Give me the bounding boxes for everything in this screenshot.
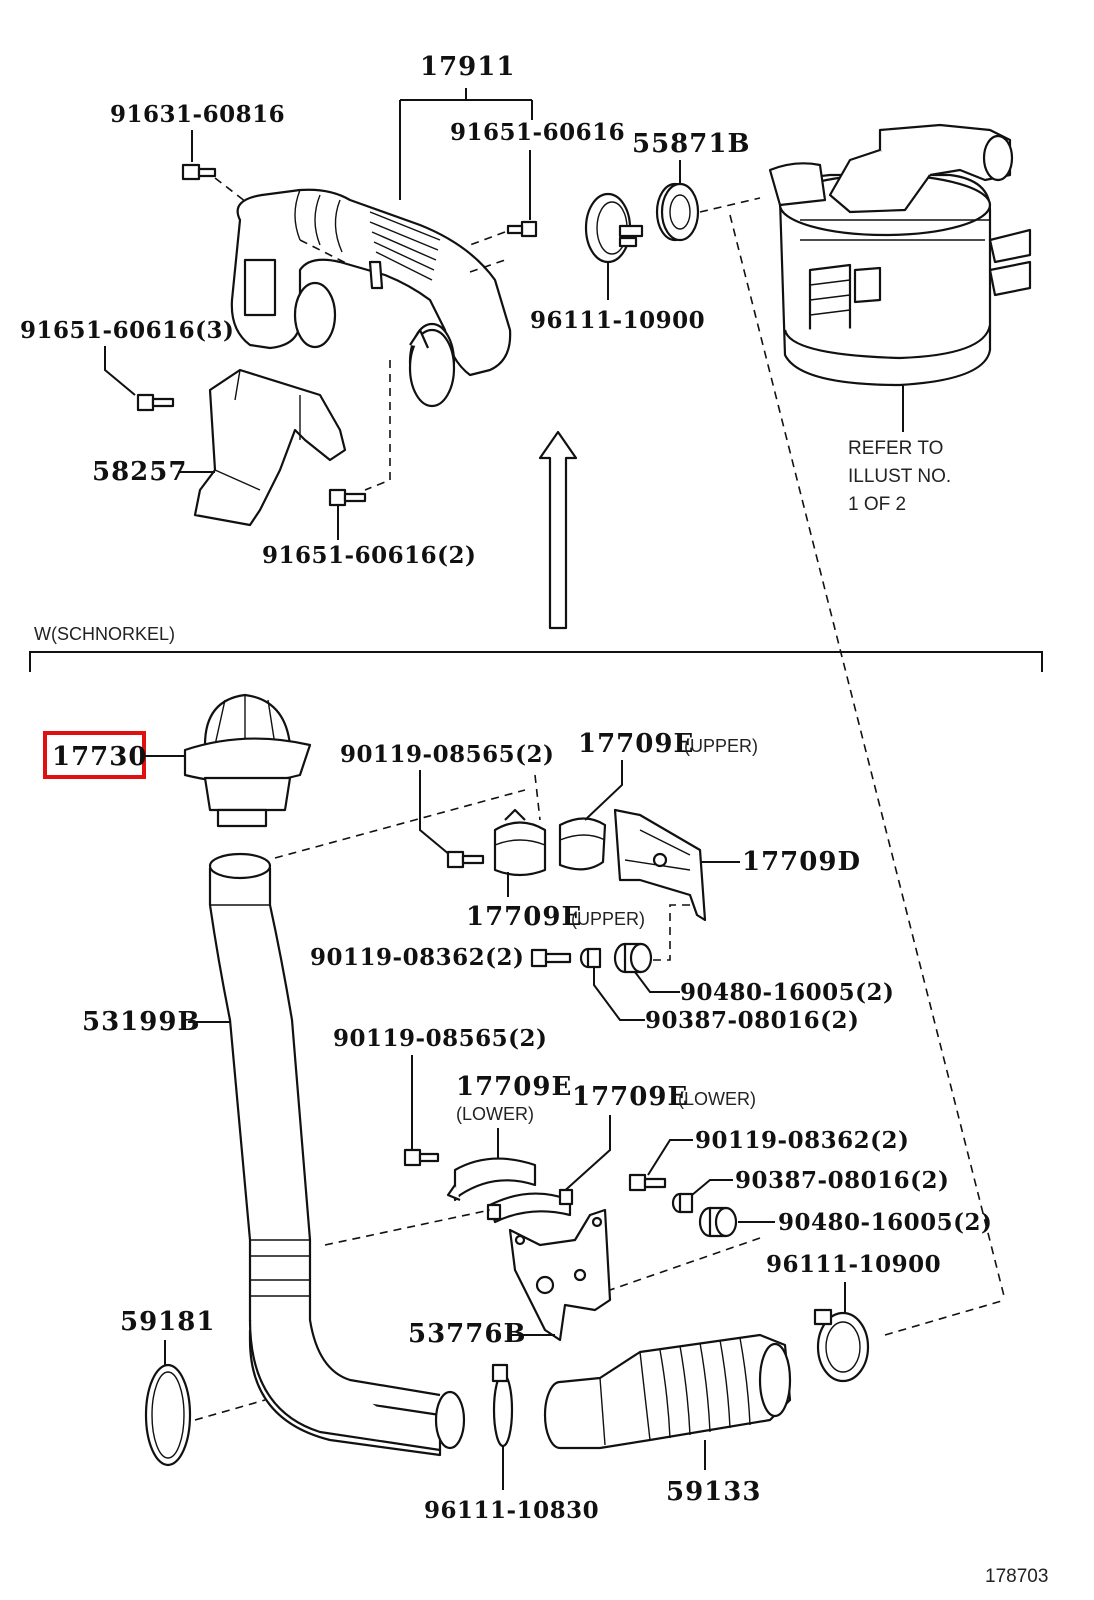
hose-clamp-96111-lower-icon — [813, 1308, 870, 1383]
label-90119-08565-lower: 90119-08565(2) — [333, 1025, 547, 1052]
snorkel-head-17730 — [183, 693, 312, 828]
refer-note-line-2: ILLUST NO. — [848, 466, 951, 487]
refer-note-line-3: 1 OF 2 — [848, 494, 906, 515]
label-17709E-upper-top: 17709E — [578, 729, 694, 759]
label-55871B: 55871B — [632, 129, 750, 159]
collar-90387-upper-icon — [579, 947, 602, 969]
snorkel-pipe-53199B — [208, 852, 466, 1457]
bolt-91651-2-icon — [328, 488, 367, 507]
leader-90387-upper — [593, 967, 645, 1021]
label-90119-08362-lower: 90119-08362(2) — [695, 1127, 909, 1154]
bolt-91631-icon — [181, 163, 217, 181]
gasket-55871B-icon — [655, 182, 700, 242]
section-label: W(SCHNORKEL) — [34, 624, 175, 644]
label-90387-08016-upper: 90387-08016(2) — [645, 1007, 859, 1034]
clamp-17709E-lower-a-icon — [446, 1157, 537, 1202]
label-17730: 17730 — [52, 742, 147, 772]
label-53776B: 53776B — [408, 1319, 526, 1349]
cushion-90480-upper-icon — [613, 942, 653, 974]
bolt-90119-08362-lower-icon — [628, 1173, 667, 1192]
air-cleaner-assembly — [768, 123, 1032, 387]
leader-90387-lower — [691, 1179, 733, 1196]
refer-note-line-1: REFER TO — [848, 438, 943, 459]
section-bracket — [29, 651, 1043, 672]
bolt-90119-08565-lower-icon — [403, 1148, 440, 1167]
label-91651-60616-2: 91651-60616(2) — [262, 542, 476, 569]
clamp-17709E-lower-b-icon — [486, 1188, 574, 1224]
bracket-58257 — [193, 368, 347, 527]
bracket-53776B — [508, 1208, 612, 1342]
label-96111-10830: 96111-10830 — [424, 1497, 599, 1524]
label-91631-60816: 91631-60816 — [110, 101, 285, 128]
up-arrow-icon — [538, 430, 578, 630]
leader-90480-upper — [634, 971, 680, 993]
leader-17709E-lower-b — [559, 1115, 611, 1196]
label-90387-08016-lower: 90387-08016(2) — [735, 1167, 949, 1194]
bolt-91651-3-icon — [136, 393, 175, 412]
collar-90387-lower-icon — [671, 1192, 694, 1214]
label-58257: 58257 — [92, 457, 187, 487]
label-17709E-lower-a: 17709E — [456, 1072, 572, 1102]
label-upper-bottom: (UPPER) — [571, 909, 645, 929]
label-17911: 17911 — [420, 52, 515, 82]
clamp-17709E-upper-a-icon — [493, 808, 547, 877]
label-96111-10900-lower: 96111-10900 — [766, 1251, 941, 1278]
label-upper-top: (UPPER) — [684, 736, 758, 756]
hose-clamp-96111-10830-icon — [491, 1363, 514, 1448]
leader-90119-08565-upper — [419, 770, 451, 856]
label-90119-08362-upper: 90119-08362(2) — [310, 944, 524, 971]
label-90119-08565-upper: 90119-08565(2) — [340, 741, 554, 768]
flange-gasket-icon — [408, 328, 456, 408]
bolt-90119-08565-upper-icon — [446, 850, 485, 869]
label-lower-b: (LOWER) — [678, 1089, 756, 1109]
bolt-90119-08362-upper-icon — [530, 948, 572, 968]
label-91651-60616: 91651-60616 — [450, 119, 625, 146]
bolt-91651-top-icon — [506, 220, 538, 238]
label-90480-16005-lower: 90480-16005(2) — [778, 1209, 992, 1236]
label-17709E-lower-b: 17709E — [572, 1082, 688, 1112]
ring-59181-icon — [144, 1363, 192, 1467]
label-59181: 59181 — [120, 1307, 215, 1337]
leader-17709E-upper-top — [584, 760, 623, 821]
label-96111-10900-top: 96111-10900 — [530, 307, 705, 334]
label-53199B: 53199B — [82, 1007, 200, 1037]
hose-clamp-96111-top-icon — [584, 192, 644, 264]
clamp-17709E-upper-b-icon — [558, 817, 607, 871]
leader-90119-08362-lower — [647, 1139, 693, 1176]
label-17709D: 17709D — [742, 847, 861, 877]
cushion-90480-lower-icon — [698, 1206, 738, 1238]
leader-17911 — [399, 88, 533, 200]
flex-hose-59133 — [543, 1333, 792, 1450]
label-90480-16005-upper: 90480-16005(2) — [680, 979, 894, 1006]
label-91651-60616-3: 91651-60616(3) — [20, 317, 234, 344]
intake-duct-17911 — [230, 188, 512, 402]
label-59133: 59133 — [666, 1477, 761, 1507]
label-17709E-upper-bottom: 17709E — [466, 902, 582, 932]
bracket-17709D — [613, 808, 707, 922]
leader-91651-3 — [104, 346, 136, 396]
diagram-id: 178703 — [985, 1566, 1048, 1587]
label-lower-a: (LOWER) — [456, 1104, 534, 1124]
